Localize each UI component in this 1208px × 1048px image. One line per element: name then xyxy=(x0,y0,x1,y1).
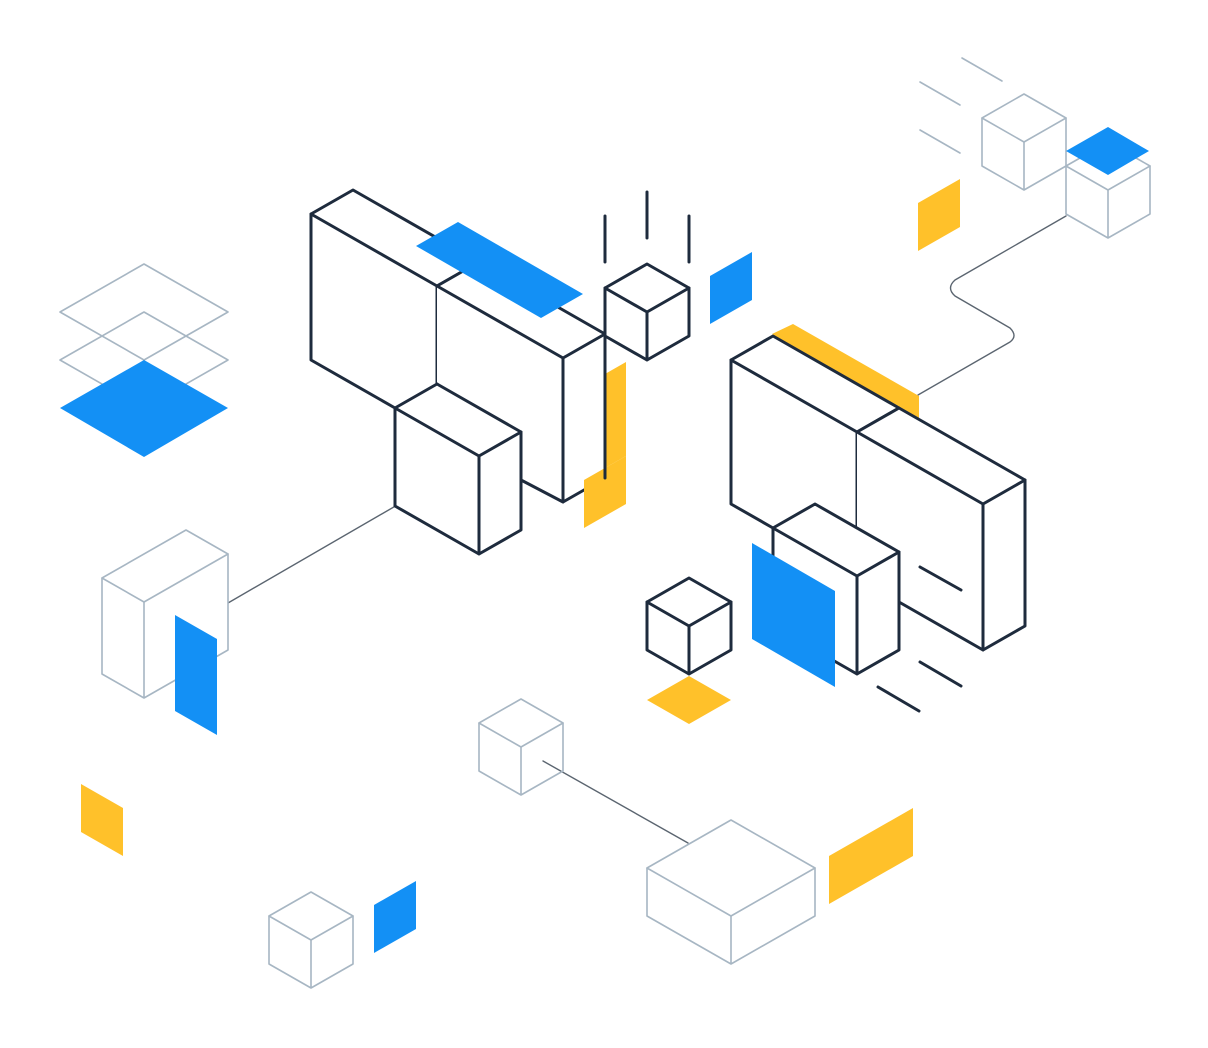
small-dark-cube xyxy=(645,576,733,724)
bottom-middle-cube xyxy=(478,698,564,796)
yellow-panel xyxy=(829,808,913,904)
motion-line xyxy=(876,685,921,713)
outline-cube xyxy=(981,93,1067,191)
blue-panel xyxy=(175,615,217,735)
bottom-left-cube xyxy=(268,881,416,989)
left-outline-box xyxy=(101,529,229,735)
blue-panel xyxy=(710,252,752,324)
bottom-flat-box xyxy=(646,808,913,965)
speed-line xyxy=(961,57,1003,82)
blue-slab xyxy=(416,222,583,318)
connector-right xyxy=(917,215,1067,396)
top-right-cube-cluster xyxy=(918,57,1151,251)
right-dark-structure xyxy=(729,324,1027,713)
yellow-panel xyxy=(605,362,626,468)
blue-tile xyxy=(1066,127,1149,175)
yellow-base-tile xyxy=(647,676,731,724)
stacked-plates xyxy=(59,263,229,457)
motion-line xyxy=(918,660,963,688)
yellow-panel xyxy=(918,179,960,251)
falling-cube xyxy=(603,190,752,362)
blue-panel xyxy=(752,543,835,687)
speed-line xyxy=(919,81,961,106)
motion-line xyxy=(918,565,963,592)
left-dark-structure xyxy=(309,188,626,556)
plate-bottom-blue xyxy=(60,360,228,457)
connector-bottom xyxy=(542,760,689,844)
yellow-panel xyxy=(81,784,123,856)
yellow-top-strip xyxy=(772,324,919,418)
blue-panel xyxy=(374,881,416,953)
yellow-panel xyxy=(584,456,626,528)
speed-line xyxy=(919,129,961,154)
